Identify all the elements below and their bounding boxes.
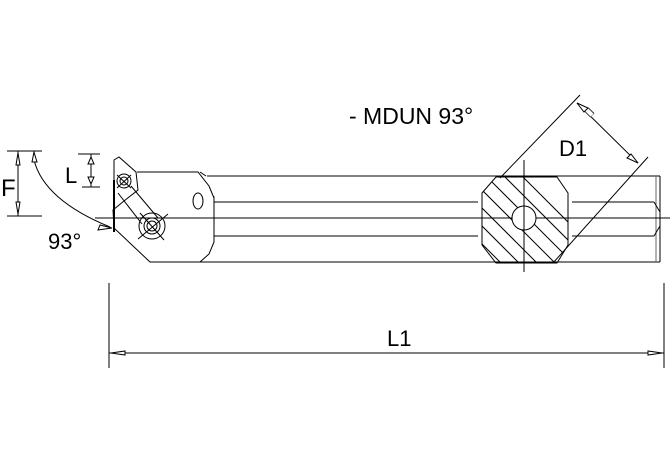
shank [150,171,661,263]
l-dimension [78,153,100,188]
angle-label: 93° [48,229,82,254]
f-dimension [7,150,42,217]
insert [112,156,139,232]
angle-dimension [31,151,113,231]
f-label: F [1,175,16,202]
clamp-lever [116,173,169,241]
d1-label: D1 [559,136,588,161]
l1-dimension [108,283,665,368]
d1-dimension [499,94,649,264]
l-label: L [65,163,78,188]
tool-title: - MDUN 93° [349,103,474,129]
cross-section [481,160,569,272]
l1-label: L1 [387,326,412,351]
tool-head [113,171,215,263]
